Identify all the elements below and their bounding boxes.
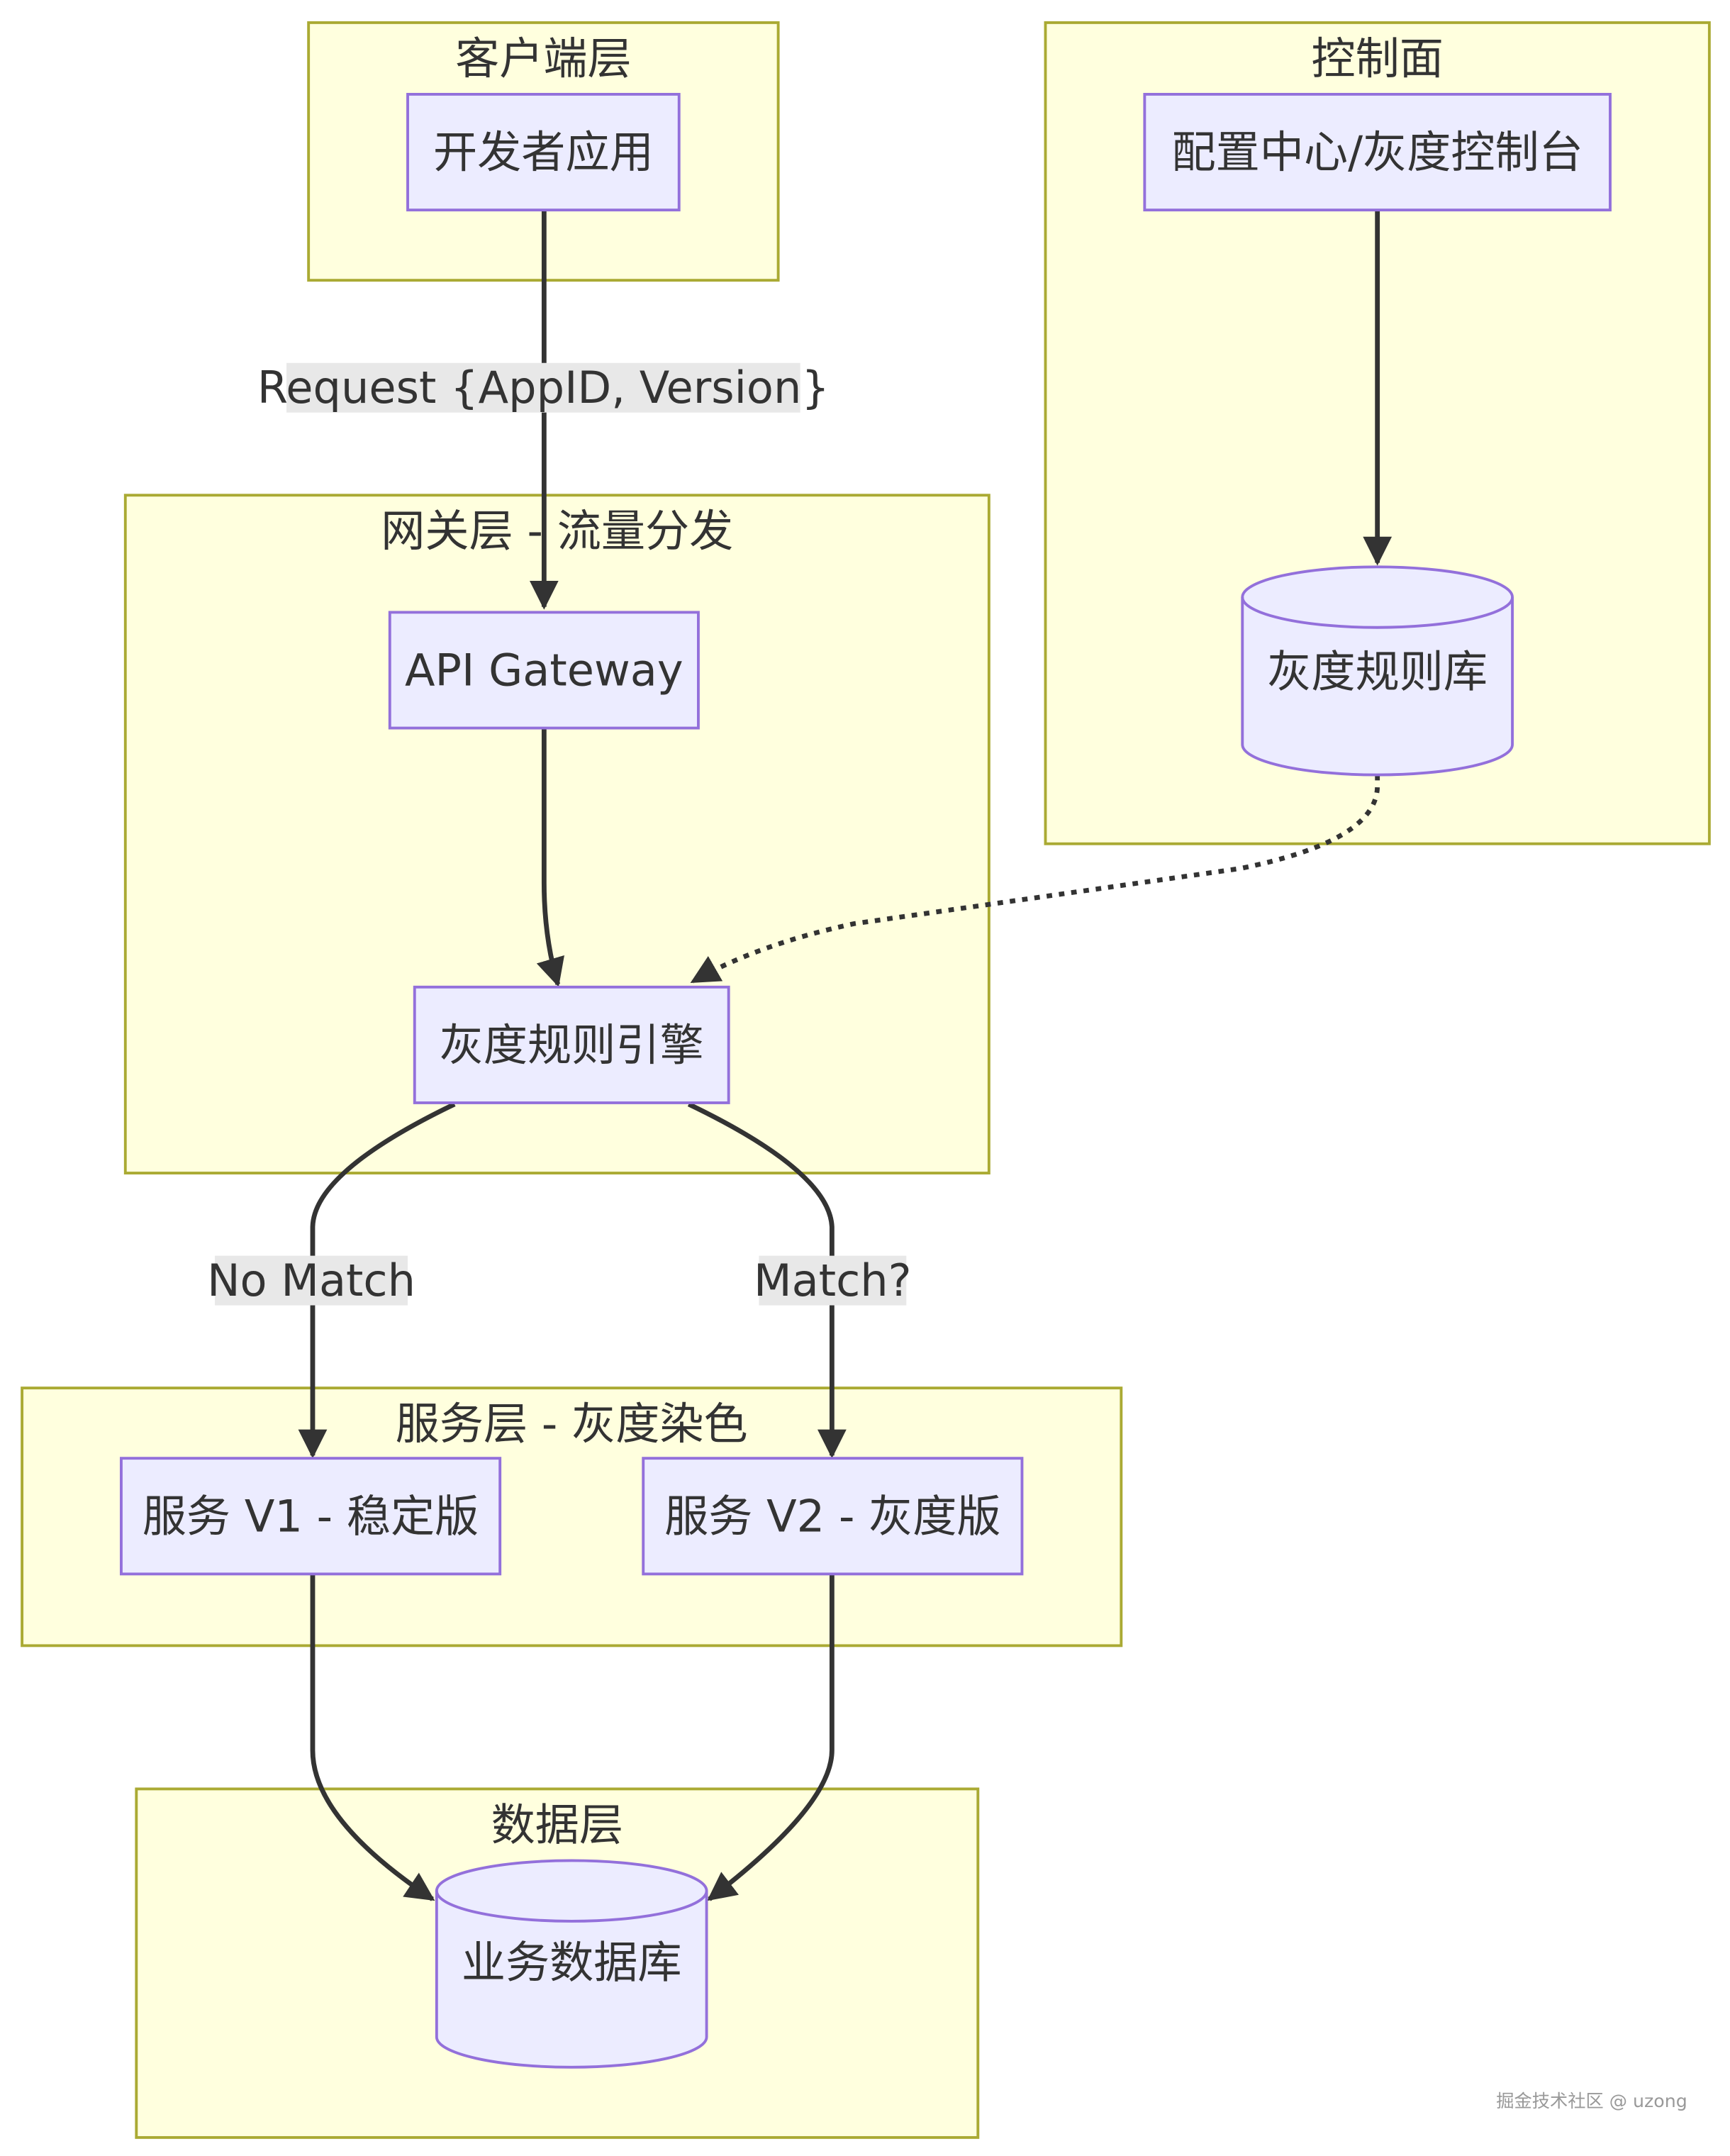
edge-label-request: Request {AppID, Version} [257, 362, 830, 413]
svg-text:Request {AppID, Version}: Request {AppID, Version} [257, 362, 830, 413]
node-api-gateway[interactable]: API Gateway [388, 611, 700, 730]
node-dev-app[interactable]: 开发者应用 [406, 92, 681, 212]
edge-v1-to-biz-db [310, 1574, 435, 1901]
edge-rule-engine-to-v2 [687, 1101, 847, 1459]
edge-rule-db-to-rule-engine [690, 774, 1380, 984]
svg-text:No Match: No Match [207, 1255, 415, 1306]
cluster-service-label: 服务层 - 灰度染色 [396, 1398, 748, 1450]
svg-text:API Gateway: API Gateway [405, 644, 683, 696]
svg-text:业务数据库: 业务数据库 [462, 1937, 682, 1989]
svg-text:开发者应用: 开发者应用 [433, 126, 654, 178]
cluster-data-label: 数据层 [491, 1799, 623, 1850]
edge-label-no-match: No Match [207, 1255, 415, 1306]
svg-text:服务 V1 - 稳定版: 服务 V1 - 稳定版 [143, 1490, 479, 1542]
node-rule-engine[interactable]: 灰度规则引擎 [413, 985, 730, 1104]
svg-text:配置中心/灰度控制台: 配置中心/灰度控制台 [1171, 126, 1583, 178]
svg-text:Match?: Match? [754, 1255, 912, 1306]
node-svc-v2[interactable]: 服务 V2 - 灰度版 [642, 1457, 1024, 1576]
svg-text:灰度规则库: 灰度规则库 [1267, 645, 1488, 697]
svg-text:灰度规则引擎: 灰度规则引擎 [440, 1019, 704, 1071]
node-config-center[interactable]: 配置中心/灰度控制台 [1143, 92, 1612, 212]
edge-rule-engine-to-v1 [298, 1101, 456, 1459]
cluster-client-label: 客户端层 [455, 33, 632, 84]
edge-label-match: Match? [754, 1255, 912, 1306]
watermark: 掘金技术社区 @ uzong [1496, 2091, 1687, 2111]
cluster-gateway-label: 网关层 - 流量分发 [381, 505, 733, 557]
svg-text:服务 V2 - 灰度版: 服务 V2 - 灰度版 [664, 1490, 1001, 1542]
node-svc-v1[interactable]: 服务 V1 - 稳定版 [120, 1457, 502, 1576]
cluster-control-label: 控制面 [1311, 33, 1443, 84]
node-rule-db[interactable]: 灰度规则库 [1241, 565, 1514, 777]
node-biz-db[interactable]: 业务数据库 [435, 1859, 708, 2069]
edge-gateway-to-rule-engine [536, 728, 564, 987]
edge-v2-to-biz-db [707, 1574, 835, 1901]
